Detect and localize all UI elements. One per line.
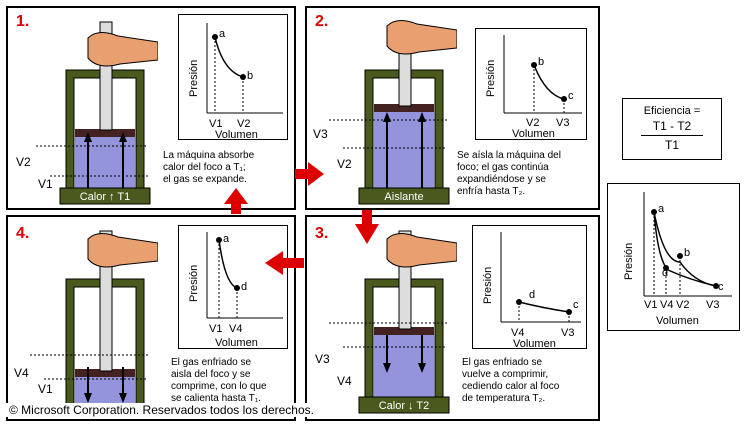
summary-pv-graph: a b c d V1 V4 V2 V3 Presión Volumen: [607, 183, 740, 331]
x-tick-label: V1: [209, 118, 222, 130]
pv-graph: d c V4 V3 Presión Volumen: [472, 225, 587, 350]
x-tick-label: V2: [676, 299, 689, 311]
x-axis-label: Volumen: [512, 128, 555, 139]
piston-cylinder-illustration: V4 V1: [14, 230, 158, 417]
point-label: d: [662, 267, 668, 279]
base-label: Calor ↓ T2: [379, 400, 430, 412]
point-label: b: [684, 247, 690, 259]
y-axis-label: Presión: [485, 60, 497, 97]
point-label: b: [538, 56, 544, 68]
v-label-upper: V2: [16, 155, 31, 169]
x-tick-label: V3: [561, 327, 574, 339]
v-label-lower: V4: [337, 374, 352, 388]
efficiency-numerator: T1 - T2: [652, 119, 692, 133]
v-label-lower: V1: [38, 177, 53, 191]
fraction-bar: [641, 135, 703, 136]
point-label: d: [241, 281, 247, 293]
step-number: 3.: [315, 225, 329, 242]
point-label: a: [223, 233, 230, 245]
pv-graph: b c V2 V3 Presión Volumen: [475, 28, 587, 140]
point-label: c: [568, 90, 574, 102]
pv-graph: a b V1 V2 Presión Volumen: [178, 14, 288, 141]
point-label: a: [658, 203, 665, 215]
v-label-upper: V3: [315, 352, 330, 366]
v-label-upper: V3: [313, 127, 328, 141]
v-label-upper: V4: [14, 366, 29, 380]
point-label: c: [718, 281, 724, 293]
x-tick-label: V2: [237, 118, 250, 130]
efficiency-denominator: T1: [664, 138, 679, 152]
panel-step-4: 4. V4 V1 a d V1 V4 Presión Volumen El ga…: [6, 215, 296, 421]
point-label: b: [247, 70, 253, 82]
point-label: c: [573, 299, 579, 311]
step-number: 2.: [315, 13, 329, 30]
piston-cylinder-illustration: Calor ↑ T1 V2 V1: [16, 21, 158, 205]
x-tick-label: V4: [511, 327, 524, 339]
step-number: 4.: [16, 225, 30, 242]
base-label: Aislante: [384, 191, 423, 203]
x-axis-label: Volumen: [215, 337, 258, 348]
x-axis-label: Volumen: [656, 315, 699, 327]
x-axis-label: Volumen: [513, 338, 556, 348]
v-label-lower: V1: [38, 382, 53, 396]
copyright-notice: © Microsoft Corporation. Reservados todo…: [6, 403, 317, 417]
panel-step-2: 2. Aislante V3 V2 b c V2 V3 Presión Volu…: [305, 6, 600, 210]
base-label: Calor ↑ T1: [80, 191, 131, 203]
efficiency-formula: Eficiencia = T1 - T2 T1: [622, 98, 722, 160]
point-label: a: [219, 28, 226, 40]
piston-cylinder-illustration: Calor ↓ T2 V3 V4: [315, 230, 457, 414]
x-tick-label: V3: [556, 117, 569, 129]
point-label: d: [529, 289, 535, 301]
x-axis-label: Volumen: [215, 129, 258, 139]
efficiency-title: Eficiencia =: [643, 105, 701, 117]
panel-step-3: 3. Calor ↓ T2 V3 V4 d c V4 V3 Presión Vo…: [305, 215, 600, 421]
x-tick-label: V4: [229, 323, 242, 335]
x-tick-label: V1: [644, 299, 657, 311]
v-label-lower: V2: [337, 157, 352, 171]
y-axis-label: Presión: [188, 265, 200, 302]
y-axis-label: Presión: [482, 267, 494, 304]
step-number: 1.: [16, 13, 30, 30]
y-axis-label: Presión: [188, 60, 200, 97]
pv-graph: a d V1 V4 Presión Volumen: [178, 225, 288, 349]
y-axis-label: Presión: [623, 243, 635, 280]
x-tick-label: V4: [660, 299, 673, 311]
x-tick-label: V1: [209, 323, 222, 335]
panel-step-1: 1. Calor ↑ T1 V2 V1 a b V1 V2: [6, 6, 296, 210]
x-tick-label: V2: [526, 117, 539, 129]
x-tick-label: V3: [706, 299, 719, 311]
piston-cylinder-illustration: Aislante V3 V2: [313, 20, 457, 205]
